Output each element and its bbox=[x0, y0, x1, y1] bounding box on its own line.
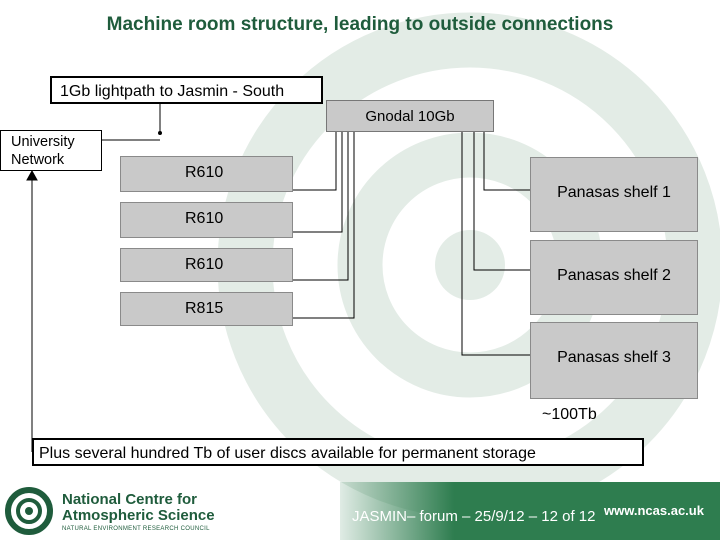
footer-band bbox=[340, 482, 720, 540]
page-title: Machine room structure, leading to outsi… bbox=[106, 14, 614, 35]
university-network-box: University Network bbox=[0, 130, 102, 171]
slide-caption: JASMIN– forum – 25/9/12 – 12 of 12 bbox=[352, 508, 596, 525]
gnodal-switch-box: Gnodal 10Gb bbox=[326, 100, 494, 132]
website-url: www.ncas.ac.uk bbox=[604, 503, 704, 518]
panasas-shelf-3: Panasas shelf 3 bbox=[530, 322, 698, 399]
server-box-r610-2: R610 bbox=[120, 202, 293, 238]
panasas-shelf-2: Panasas shelf 2 bbox=[530, 240, 698, 315]
server-box-r815: R815 bbox=[120, 292, 293, 326]
org-name-line2: Atmospheric Science bbox=[62, 507, 215, 524]
server-box-r610-3: R610 bbox=[120, 248, 293, 282]
capacity-label: ~100Tb bbox=[542, 406, 597, 423]
panasas-shelf-1: Panasas shelf 1 bbox=[530, 157, 698, 232]
org-name-line3: NATURAL ENVIRONMENT RESEARCH COUNCIL bbox=[62, 526, 210, 532]
storage-note-box: Plus several hundred Tb of user discs av… bbox=[32, 438, 644, 466]
ncas-logo-icon bbox=[5, 487, 53, 535]
server-box-r610-1: R610 bbox=[120, 156, 293, 192]
org-name-line1: National Centre for bbox=[62, 491, 198, 508]
lightpath-box: 1Gb lightpath to Jasmin - South bbox=[50, 76, 323, 104]
